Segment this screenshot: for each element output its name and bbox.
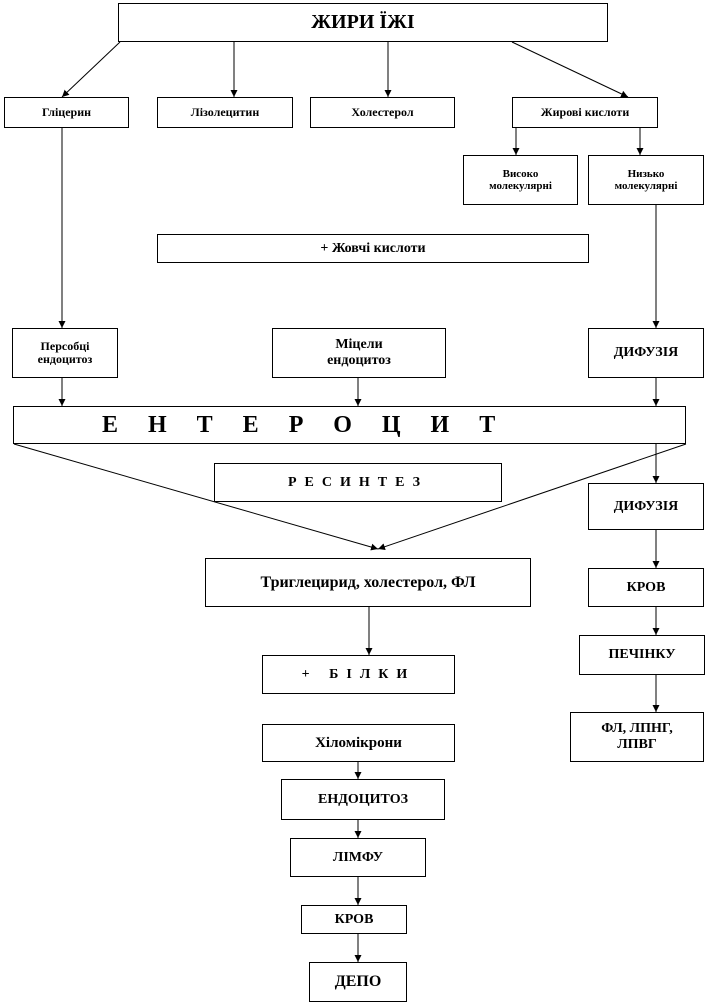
- node-glycerol: Гліцерин: [4, 97, 129, 128]
- arrow-root-to-glycerol: [61, 41, 121, 98]
- node-enterocyte: ЕНТЕРОЦИТ: [13, 406, 686, 444]
- node-chylomicrons: Хіломікрони: [262, 724, 455, 762]
- node-lymph: ЛІМФУ: [290, 838, 426, 877]
- node-low-molecular: Низько молекулярні: [588, 155, 704, 205]
- node-diffusion-1: ДИФУЗІЯ: [588, 328, 704, 378]
- node-lysolecithin: Лізолецитин: [157, 97, 293, 128]
- node-pinocytosis: Персобці ендоцитоз: [12, 328, 118, 378]
- node-endocytosis: ЕНДОЦИТОЗ: [281, 779, 445, 820]
- node-lipoproteins: ФЛ, ЛПНГ, ЛПВГ: [570, 712, 704, 762]
- node-triglyceride: Триглецирид, холестерол, ФЛ: [205, 558, 531, 607]
- arrow-enterocyte-left-converge: [13, 443, 379, 551]
- node-liver: ПЕЧІНКУ: [579, 635, 705, 675]
- node-cholesterol: Холестерол: [310, 97, 455, 128]
- node-diffusion-2: ДИФУЗІЯ: [588, 483, 704, 530]
- node-blood-right: КРОВ: [588, 568, 704, 607]
- node-depot: ДЕПО: [309, 962, 407, 1002]
- node-blood-bottom: КРОВ: [301, 905, 407, 934]
- node-fatty-acids: Жирові кислоти: [512, 97, 658, 128]
- arrow-enterocyte-right-converge: [377, 443, 687, 551]
- node-resynthesis: РЕСИНТЕЗ: [214, 463, 502, 502]
- arrow-root-to-fatty-acids: [511, 41, 629, 98]
- node-micelles: Міцели ендоцитоз: [272, 328, 446, 378]
- node-root: ЖИРИ ЇЖІ: [118, 3, 608, 42]
- node-proteins: + БІЛКИ: [262, 655, 455, 694]
- node-bile-acids: + Жовчі кислоти: [157, 234, 589, 263]
- node-high-molecular: Високо молекулярні: [463, 155, 578, 205]
